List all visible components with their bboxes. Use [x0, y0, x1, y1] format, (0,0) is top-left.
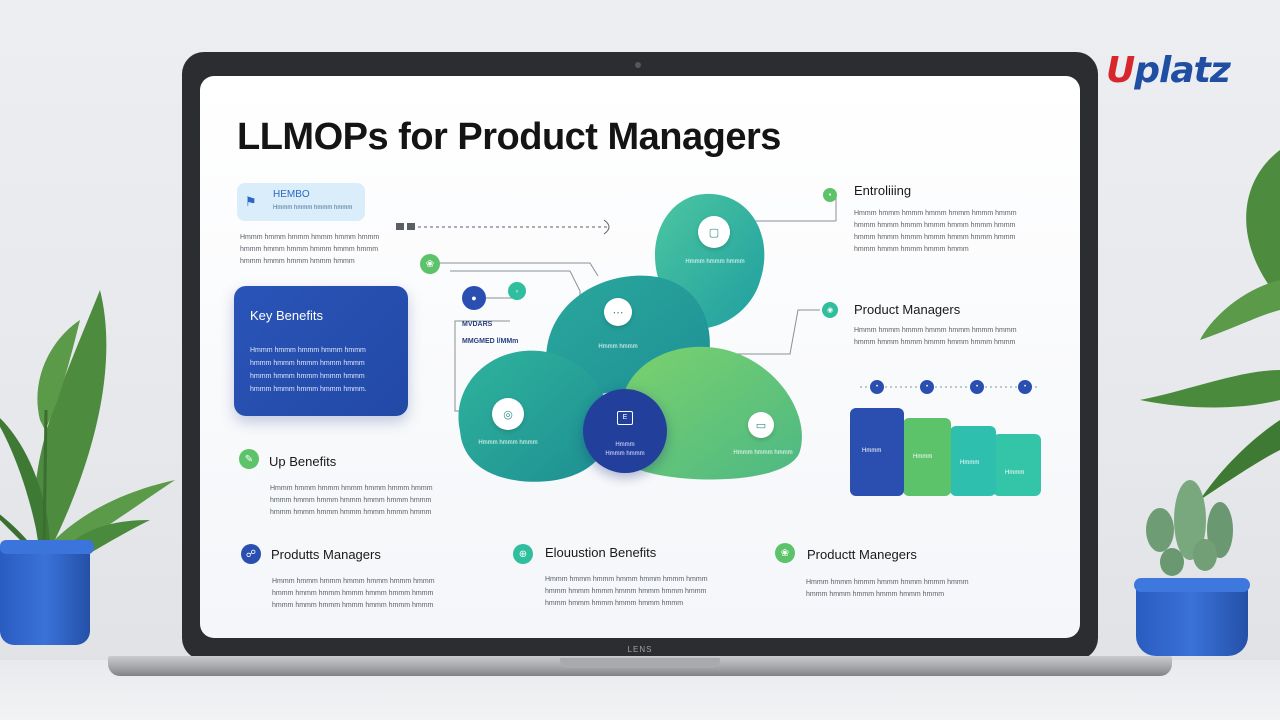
node-mid-label: Hmmm hmmm: [598, 344, 638, 350]
bottom-1-title: Produtts Managers: [271, 547, 381, 562]
product-managers-right-title: Product Managers: [854, 302, 961, 317]
pot-left-rim: [0, 540, 94, 554]
key-benefits-text: Hmmm hmmm hmmm hmmm hmmm hmmm hmmm hmmm …: [250, 347, 367, 393]
pipeline-dot-1: •: [870, 380, 884, 394]
up-benefits-text: Hmmm hmmm hmmm hmmm hmmm hmmm hmmm hmmm …: [270, 485, 433, 516]
uplatz-logo: Uplatz: [1106, 50, 1231, 91]
webcam: [635, 62, 641, 68]
bottom-3-title: Productt Manegers: [807, 547, 917, 562]
plant-right: [1140, 150, 1280, 500]
up-benefits-title: Up Benefits: [269, 454, 337, 469]
tag-label: HEMBO: [273, 189, 310, 200]
flow-dot-teal: ◦: [508, 282, 526, 300]
laptop-brand: LENS: [627, 645, 653, 654]
bottom-2-text: Hmmm hmmm hmmm hmmm hmmm hmmm hmmm hmmm …: [545, 576, 708, 607]
node-left-label: Hmmm hmmm hmmm: [478, 440, 538, 446]
node-left: ◎: [492, 398, 524, 430]
pipeline-card-3: Hmmm: [950, 426, 996, 496]
pipeline-dot-2: •: [920, 380, 934, 394]
cloud-diagram: [458, 193, 802, 482]
flow-bullet-1: ❀: [420, 254, 440, 274]
grid-icon: E: [617, 411, 633, 425]
laptop-notch: [560, 658, 720, 668]
pot-right-rim: [1134, 578, 1250, 592]
up-benefits-bullet: ✎: [239, 449, 259, 469]
pipeline-card-1: Hmmm: [850, 408, 904, 496]
bottom-2-title: Elouustion Benefits: [545, 545, 657, 560]
flow-label-2: MMGMED l/MMm: [462, 338, 519, 345]
product-managers-right-bullet: ◉: [822, 302, 838, 318]
entroliiing-title: Entroliiing: [854, 183, 912, 198]
key-benefits-title: Key Benefits: [250, 308, 323, 323]
bottom-3-text: Hmmm hmmm hmmm hmmm hmmm hmmm hmmm hmmm …: [806, 579, 969, 598]
entroliiing-bullet: •: [823, 188, 837, 202]
bottom-1-bullet: ☍: [241, 544, 261, 564]
flow-label-1: MVDARS: [462, 321, 493, 328]
node-mid: ⋯: [604, 298, 632, 326]
key-benefits-card: Key Benefits Hmmm hmmm hmmm hmmm hmmm hm…: [234, 286, 408, 416]
tag-blurb: Hmmm hmmm hmmm hmmm hmmm hmmm hmmm hmmm …: [240, 234, 380, 265]
node-top-label: Hmmm hmmm hmmm: [685, 259, 745, 265]
tag-box: ⚑ HEMBO Hmmm hmmm hmmm hmmm: [237, 183, 365, 221]
cactus: [1146, 480, 1233, 576]
center-hub-label: Hmmm Hmmm hmmm: [605, 442, 645, 457]
node-right-label: Hmmm hmmm hmmm: [733, 450, 793, 456]
bottom-3-bullet: ❀: [775, 543, 795, 563]
pipeline-card-2: Hmmm: [903, 418, 951, 496]
pot-left: [0, 545, 90, 645]
node-right: ▭: [748, 412, 774, 438]
flow-dot-blue: ●: [462, 286, 486, 310]
tag-sub: Hmmm hmmm hmmm hmmm: [273, 205, 353, 211]
center-hub: E Hmmm Hmmm hmmm: [583, 389, 667, 473]
entroliiing-text: Hmmm hmmm hmmm hmmm hmmm hmmm hmmm hmmm …: [854, 210, 1017, 253]
pipeline-dot-3: •: [970, 380, 984, 394]
pot-right: [1136, 584, 1248, 656]
node-top: ▢: [698, 216, 730, 248]
bottom-2-bullet: ⊕: [513, 544, 533, 564]
laptop-screen: LLMOPs for Product Managers ⚑ HEMBO Hmmm…: [200, 76, 1080, 638]
product-managers-right-text: Hmmm hmmm hmmm hmmm hmmm hmmm hmmm hmmm …: [854, 327, 1017, 346]
bottom-1-text: Hmmm hmmm hmmm hmmm hmmm hmmm hmmm hmmm …: [272, 578, 435, 609]
slide-title: LLMOPs for Product Managers: [237, 116, 781, 158]
flag-icon: ⚑: [245, 194, 257, 209]
pipeline-dot-4: •: [1018, 380, 1032, 394]
pipeline-card-4: Hmmm: [993, 434, 1041, 496]
